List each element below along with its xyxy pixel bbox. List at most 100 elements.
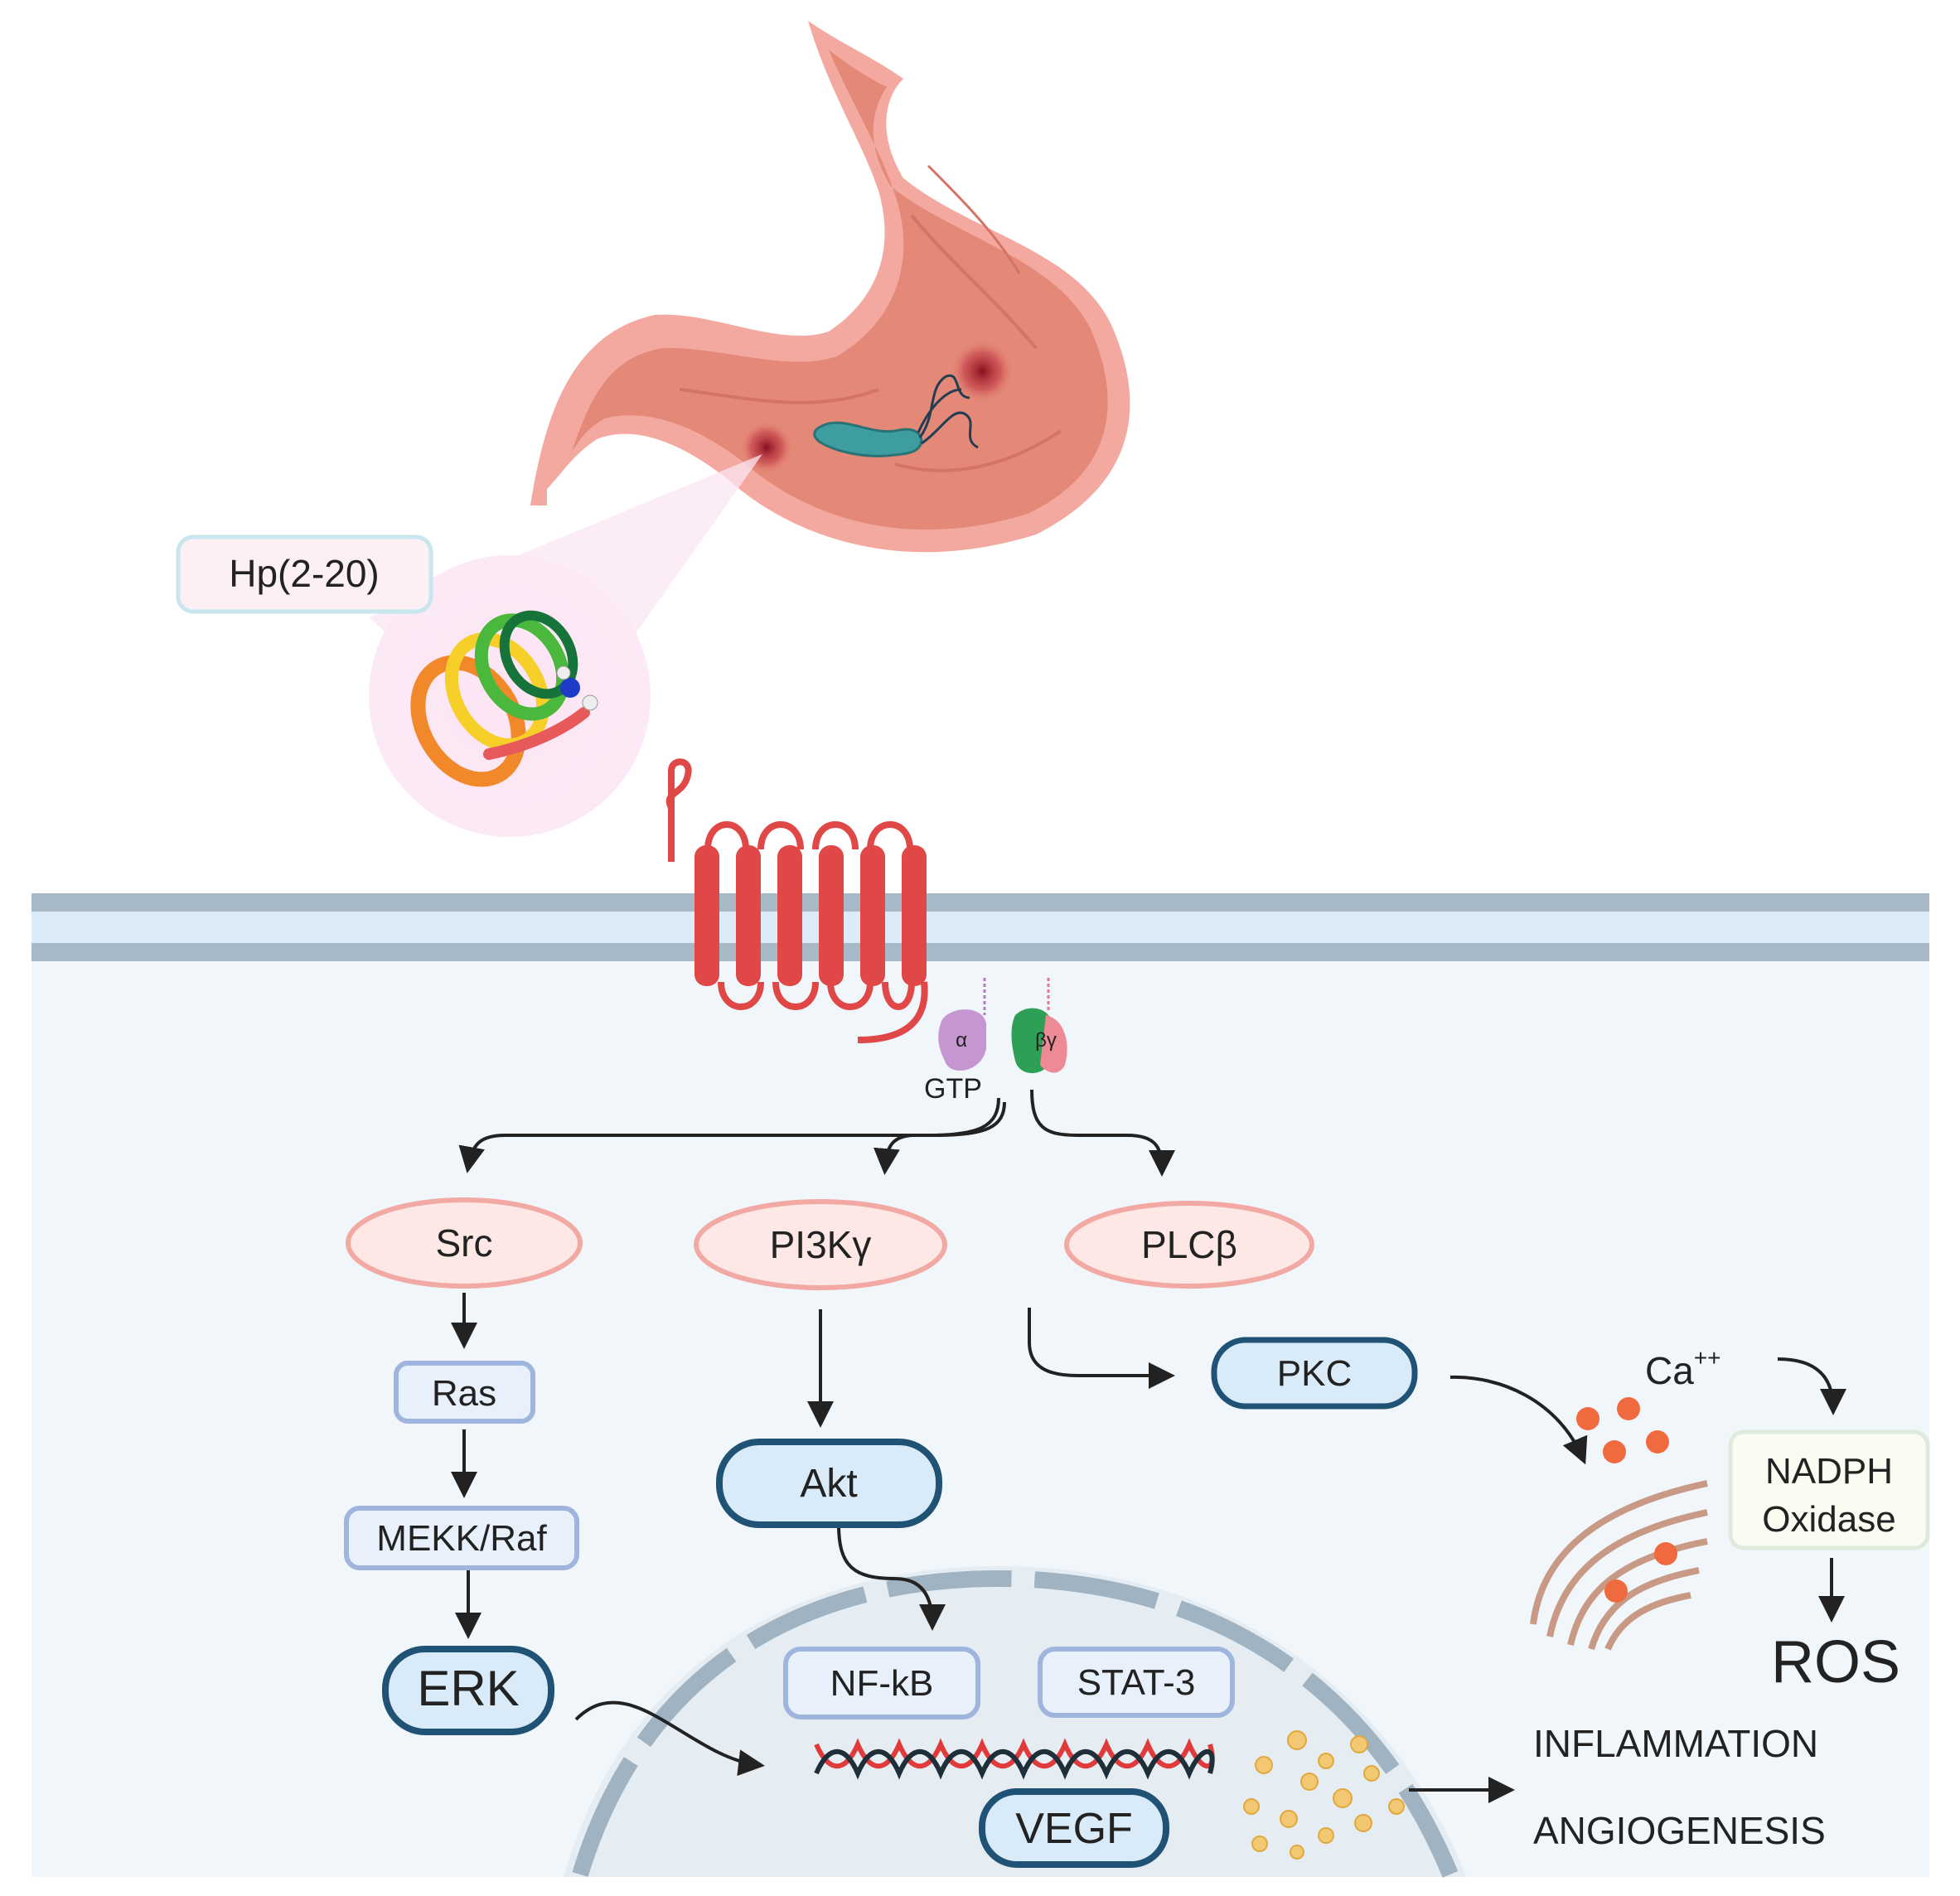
membrane-inner-line — [31, 943, 1929, 961]
akt-box — [716, 1439, 942, 1528]
vesicle — [1251, 1836, 1268, 1852]
akt-node: Akt — [716, 1439, 942, 1528]
helix-tail — [483, 707, 590, 760]
vesicle — [1388, 1798, 1405, 1815]
nfkb-box — [783, 1647, 980, 1719]
stomach-inner-lining — [572, 50, 1108, 530]
stomach-fold-2 — [910, 214, 1038, 350]
receptor-helix-5 — [860, 845, 885, 986]
calcium-label: Ca++ — [1645, 1345, 1721, 1392]
peptide-label-box: Hp(2-20) — [176, 534, 433, 614]
stomach-fold-1 — [679, 388, 879, 404]
g-betagamma-label: βγ — [1035, 1029, 1057, 1052]
calcium-dot — [1604, 1579, 1628, 1603]
dna-strand-1 — [814, 1738, 1215, 1769]
receptor-intracellular-loops — [718, 981, 915, 1010]
nucleus-envelope — [572, 1570, 1459, 1878]
mekk-label: MEKK/Raf — [376, 1518, 547, 1559]
ros-label: ROS — [1771, 1629, 1900, 1695]
ras-box — [394, 1361, 535, 1424]
akt-label: Akt — [800, 1462, 857, 1506]
endoplasmic-reticulum — [1530, 1480, 1708, 1651]
nfkb-node: NF-kB — [783, 1647, 980, 1719]
helix-ring-4 — [499, 610, 578, 699]
er-membrane-2 — [1546, 1509, 1708, 1637]
receptor-helix-6 — [902, 845, 927, 986]
stomach-fold-4 — [927, 164, 1021, 274]
dna-strand-2 — [814, 1748, 1215, 1780]
bacterium-flagella — [917, 374, 979, 449]
helix-ring-3 — [474, 613, 570, 721]
pi3k-label: PI3Kγ — [770, 1223, 872, 1266]
nadph-label-line1: NADPH — [1765, 1451, 1893, 1492]
receptor-extracellular-loops — [704, 821, 913, 850]
membrane-inner-layer — [31, 910, 1929, 945]
angiogenesis-label: ANGIOGENESIS — [1533, 1809, 1826, 1852]
vegf-box — [979, 1788, 1169, 1868]
lesion-right — [951, 340, 1014, 403]
calcium-symbol: Ca — [1645, 1349, 1694, 1392]
stat3-box — [1038, 1647, 1235, 1718]
calcium-ions — [1576, 1397, 1677, 1603]
pi3k-ellipse — [694, 1199, 947, 1290]
vesicle — [1255, 1756, 1273, 1774]
vesicle — [1280, 1810, 1298, 1828]
pkc-box — [1211, 1337, 1418, 1410]
calcium-dot — [1654, 1542, 1677, 1565]
g-alpha-subunit — [938, 1009, 986, 1071]
stat3-label: STAT-3 — [1077, 1662, 1196, 1703]
ras-node: Ras — [394, 1361, 535, 1424]
inflammation-label: INFLAMMATION — [1533, 1722, 1818, 1765]
plc-ellipse — [1064, 1201, 1314, 1289]
calcium-dot — [1617, 1397, 1640, 1420]
arrow-gbeta-to-plc — [1030, 1089, 1175, 1177]
receptor-n-terminus — [665, 758, 692, 862]
peptide-helix-icon — [410, 610, 598, 787]
er-membrane-1 — [1530, 1480, 1708, 1625]
vegf-node: VEGF — [979, 1788, 1169, 1868]
membrane-outer-line — [31, 893, 1929, 912]
g-protein: α βγ GTP — [924, 978, 1067, 1105]
stomach-fold-3 — [894, 429, 1062, 472]
src-node: Src — [346, 1197, 583, 1289]
arrow-plc-to-pkc — [1028, 1308, 1175, 1389]
arrow-calcium-to-nadph — [1777, 1357, 1846, 1415]
er-membrane-5 — [1604, 1592, 1691, 1651]
nucleus — [564, 1566, 1467, 1878]
helicobacter-bacterium — [813, 374, 979, 457]
secreted-vesicles — [1243, 1730, 1405, 1860]
pkc-label: PKC — [1277, 1353, 1352, 1394]
dna-helix — [814, 1738, 1215, 1780]
vesicle — [1287, 1730, 1307, 1750]
gtp-label: GTP — [924, 1073, 982, 1105]
receptor-helix-3 — [777, 845, 802, 986]
vesicle — [1350, 1735, 1368, 1753]
pi3k-node: PI3Kγ — [694, 1199, 947, 1290]
vegf-label: VEGF — [1015, 1805, 1133, 1853]
vesicle — [1318, 1753, 1334, 1769]
calcium-charge: ++ — [1694, 1345, 1721, 1371]
arrow-akt-to-nfkb — [837, 1524, 946, 1631]
helix-atom-white-2 — [556, 665, 571, 680]
nfkb-label: NF-kB — [830, 1663, 934, 1704]
vesicle — [1333, 1788, 1353, 1808]
erk-box — [382, 1646, 554, 1735]
receptor-c-terminus — [857, 981, 928, 1043]
plc-label: PLCβ — [1141, 1223, 1237, 1266]
nadph-node: NADPH Oxidase — [1728, 1429, 1930, 1550]
peptide-label-frame — [176, 534, 433, 614]
erk-label: ERK — [417, 1661, 519, 1716]
nadph-box — [1728, 1429, 1930, 1550]
vesicle — [1290, 1845, 1304, 1860]
calcium-dot — [1646, 1430, 1669, 1453]
stomach — [530, 21, 1130, 553]
vesicle — [1243, 1798, 1260, 1815]
vesicle — [1300, 1773, 1319, 1791]
arrow-erk-to-dna — [574, 1700, 765, 1777]
er-membrane-3 — [1567, 1538, 1708, 1646]
g-gamma-subunit — [1040, 1015, 1067, 1073]
plc-node: PLCβ — [1064, 1201, 1314, 1289]
calcium-dot — [1576, 1407, 1599, 1430]
receptor-helix-1 — [694, 845, 719, 986]
